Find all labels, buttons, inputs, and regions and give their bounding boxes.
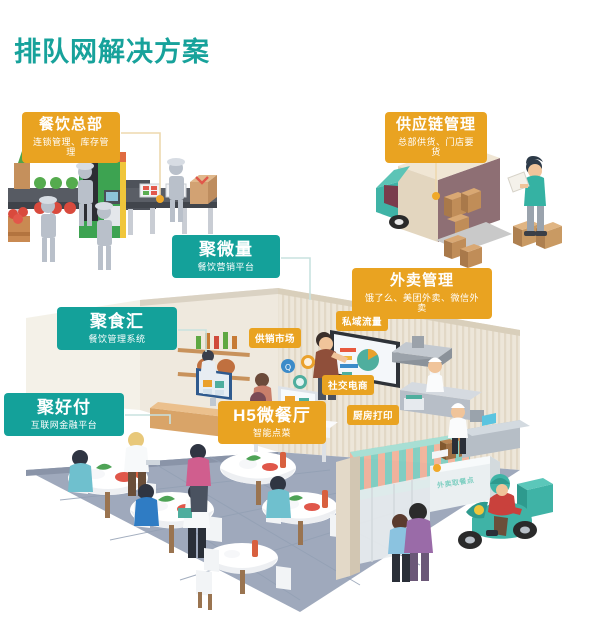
chip-takeout-management-subtitle: 饿了么、美团外卖、微信外卖 (364, 292, 479, 313)
chip-jushihui-subtitle: 餐饮管理系统 (88, 334, 146, 345)
chip-takeout-management[interactable]: 外卖管理 饿了么、美团外卖、微信外卖 (352, 268, 492, 319)
chip-juhaofu[interactable]: 聚好付 互联网金融平台 (4, 393, 124, 437)
chip-h5-micro-restaurant-subtitle: 智能点菜 (252, 428, 291, 439)
chip-jushihui[interactable]: 聚食汇 餐饮管理系统 (57, 307, 177, 351)
svg-text:Q: Q (285, 363, 291, 372)
chip-supply-chain-subtitle: 总部供货、门店要货 (397, 136, 474, 157)
chip-jushihui-title: 聚食汇 (90, 312, 144, 331)
chip-restaurant-hq-title: 餐饮总部 (38, 116, 103, 133)
page-title: 排队网解决方案 (14, 37, 210, 67)
illustration-takeout-pickup-counter (430, 403, 530, 512)
chip-h5-micro-restaurant[interactable]: H5微餐厅 智能点菜 (218, 401, 326, 445)
tag-private-traffic[interactable]: 私域流量 (336, 311, 389, 331)
tag-kitchen-print[interactable]: 厨房打印 (347, 405, 400, 425)
chip-juweiliang-title: 聚微量 (199, 240, 253, 259)
illustration-factory-production-line (8, 149, 217, 270)
chip-juhaofu-subtitle: 互联网金融平台 (30, 420, 98, 431)
chip-juweiliang[interactable]: 聚微量 餐饮营销平台 (172, 235, 280, 279)
chip-supply-chain[interactable]: 供应链管理 总部供货、门店要货 (385, 112, 487, 163)
chip-restaurant-hq-subtitle: 连锁管理、库存管理 (32, 136, 109, 157)
chip-takeout-management-title: 外卖管理 (389, 272, 454, 289)
illustration-delivery-truck (376, 144, 562, 268)
chip-supply-chain-title: 供应链管理 (395, 116, 476, 133)
tag-supply-market[interactable]: 供销市场 (249, 328, 302, 348)
illustration-dining-area (68, 432, 345, 610)
chip-restaurant-hq[interactable]: 餐饮总部 连锁管理、库存管理 (22, 112, 120, 163)
illustration-delivery-scooter (458, 474, 553, 549)
chip-juhaofu-title: 聚好付 (37, 398, 91, 417)
tag-social-commerce[interactable]: 社交电商 (322, 375, 375, 395)
illustration-couple-walking (388, 503, 433, 582)
chip-juweiliang-subtitle: 餐饮营销平台 (197, 262, 255, 273)
connector-dots (156, 192, 441, 472)
chip-h5-micro-restaurant-title: H5微餐厅 (233, 406, 311, 425)
